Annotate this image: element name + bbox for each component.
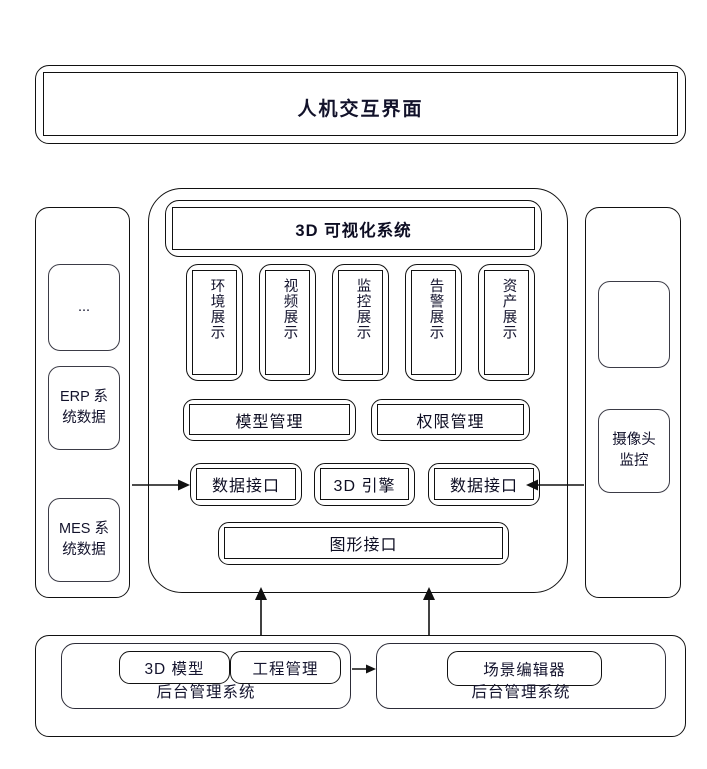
- human-machine-interface-inner: 人机交互界面: [43, 72, 678, 136]
- left-cell-mes-label: MES 系 统数据: [59, 520, 109, 558]
- data-interface-right-inner: 数据接口: [434, 468, 534, 500]
- right-cell-empty[interactable]: [598, 281, 670, 368]
- model-management-box[interactable]: 模型管理: [183, 399, 356, 441]
- data-interface-right-label: 数据接口: [449, 478, 518, 495]
- graphics-interface-inner: 图形接口: [224, 527, 503, 559]
- model-3d-label: 3D 模型: [144, 660, 205, 678]
- left-cell-erp[interactable]: ERP 系 统数据: [48, 366, 120, 450]
- graphics-interface-label: 图形接口: [329, 537, 398, 554]
- graphics-interface-box[interactable]: 图形接口: [218, 522, 509, 565]
- left-cell-mes[interactable]: MES 系 统数据: [48, 498, 120, 582]
- permission-management-box[interactable]: 权限管理: [371, 399, 530, 441]
- right-device-source-panel: 摄像头 监控: [585, 207, 681, 598]
- data-interface-left-inner: 数据接口: [196, 468, 296, 500]
- display-module-monitoring-inner: 监控展示: [338, 270, 383, 375]
- scene-editor-chip[interactable]: 场景编辑器: [447, 651, 602, 686]
- arrow-backend-to-core-right: [416, 586, 442, 638]
- engine-3d-inner: 3D 引擎: [320, 468, 409, 500]
- data-interface-left-label: 数据接口: [211, 478, 280, 495]
- scene-editor-label: 场景编辑器: [483, 661, 566, 679]
- arrow-backend-left-to-right: [350, 657, 380, 681]
- project-management-chip[interactable]: 工程管理: [230, 651, 341, 684]
- right-cell-camera-label: 摄像头 监控: [612, 431, 656, 469]
- display-module-monitoring[interactable]: 监控展示: [332, 264, 389, 381]
- display-module-environment-inner: 环境展示: [192, 270, 237, 375]
- display-module-asset-inner: 资产展示: [484, 270, 529, 375]
- display-module-environment-label: 环境展示: [208, 278, 225, 340]
- backend-system-left-caption: 后台管理系统: [156, 684, 256, 701]
- display-module-environment[interactable]: 环境展示: [186, 264, 243, 381]
- arrow-camera-to-data-interface: [522, 470, 586, 500]
- visualization-system-label: 3D 可视化系统: [295, 221, 412, 240]
- display-module-video-inner: 视频展示: [265, 270, 310, 375]
- page-title: 人机交互界面: [297, 98, 424, 120]
- project-management-label: 工程管理: [252, 660, 319, 678]
- data-interface-left-box[interactable]: 数据接口: [190, 463, 302, 506]
- permission-management-label: 权限管理: [416, 413, 485, 431]
- left-cell-ellipsis[interactable]: ...: [48, 264, 120, 351]
- model-management-label: 模型管理: [235, 413, 304, 431]
- right-cell-camera[interactable]: 摄像头 监控: [598, 409, 670, 493]
- permission-management-inner: 权限管理: [377, 404, 524, 435]
- left-cell-erp-label: ERP 系 统数据: [59, 388, 109, 426]
- engine-3d-label: 3D 引擎: [333, 478, 396, 495]
- display-module-asset-label: 资产展示: [500, 278, 517, 340]
- display-module-alarm-inner: 告警展示: [411, 270, 456, 375]
- backend-system-left: 3D 模型 工程管理 后台管理系统: [61, 643, 351, 709]
- visualization-system-box[interactable]: 3D 可视化系统: [165, 200, 542, 257]
- display-module-asset[interactable]: 资产展示: [478, 264, 535, 381]
- backend-system-right: 场景编辑器 后台管理系统: [376, 643, 666, 709]
- backend-systems-panel: 3D 模型 工程管理 后台管理系统 场景编辑器 后台管理系统: [35, 635, 686, 737]
- model-3d-chip[interactable]: 3D 模型: [119, 651, 230, 684]
- human-machine-interface-panel: 人机交互界面: [35, 65, 686, 144]
- data-interface-right-box[interactable]: 数据接口: [428, 463, 540, 506]
- left-cell-ellipsis-label: ...: [77, 298, 91, 315]
- left-data-source-panel: ... ERP 系 统数据 MES 系 统数据: [35, 207, 130, 598]
- visualization-system-inner: 3D 可视化系统: [172, 207, 535, 250]
- display-module-alarm-label: 告警展示: [427, 278, 444, 340]
- arrow-erp-to-data-interface: [130, 470, 194, 500]
- backend-system-right-caption: 后台管理系统: [471, 684, 571, 701]
- display-module-video-label: 视频展示: [281, 278, 298, 340]
- display-module-video[interactable]: 视频展示: [259, 264, 316, 381]
- display-module-monitoring-label: 监控展示: [354, 278, 371, 340]
- display-module-alarm[interactable]: 告警展示: [405, 264, 462, 381]
- arrow-backend-to-core-left: [248, 586, 274, 638]
- model-management-inner: 模型管理: [189, 404, 350, 435]
- engine-3d-box[interactable]: 3D 引擎: [314, 463, 415, 506]
